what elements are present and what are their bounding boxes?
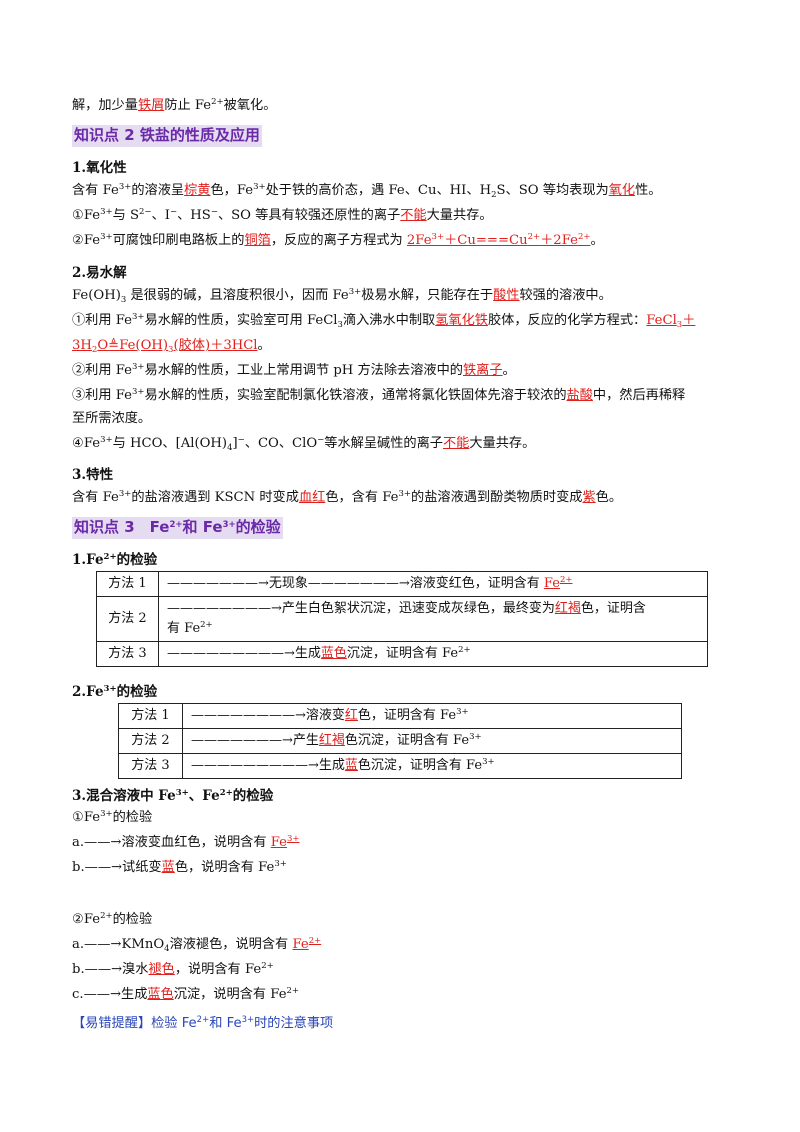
method-label: 方法 3 (96, 641, 159, 667)
mix-fe3-b: b.——→试纸变蓝色，说明含有 Fe3+ (72, 859, 287, 875)
mix-fe2-c: c.——→生成蓝色沉淀，说明含有 Fe2+ (72, 986, 300, 1002)
method-desc: —————————→生成蓝色沉淀，证明含有 Fe3+ (182, 753, 682, 779)
s1-p1: 含有 Fe3+的溶液呈棕黄色，Fe3+处于铁的高价态，遇 Fe、Cu、HI、H2… (72, 182, 662, 200)
method-label: 方法 2 (118, 728, 183, 754)
t2-heading: 2.Fe3+的检验 (72, 684, 158, 700)
method-label: 方法 1 (118, 703, 183, 729)
method-desc: ————————→产生白色絮状沉淀，迅速变成灰绿色，最终变为红褐色，证明含有 F… (158, 596, 708, 642)
table-row: 方法 1 ————————→溶液变红色，证明含有 Fe3+ (118, 703, 682, 729)
t1-heading: 1.Fe2+的检验 (72, 552, 158, 568)
intro-line: 解，加少量铁屑防止 Fe2+被氧化。 (72, 97, 277, 113)
method-desc: ————————→溶液变红色，证明含有 Fe3+ (182, 703, 682, 729)
s2-p1: Fe(OH)3 是很弱的碱，且溶度积很小，因而 Fe3+极易水解，只能存在于酸性… (72, 287, 612, 305)
mix-fe3-title: ①Fe3+的检验 (72, 809, 153, 825)
method-desc: —————————→生成蓝色沉淀，证明含有 Fe2+ (158, 641, 708, 667)
table-row: 方法 1 ———————→无现象———————→溶液变红色，证明含有 Fe2+ (96, 571, 708, 597)
method-label: 方法 3 (118, 753, 183, 779)
s2-p2-cont: 3H2O≜Fe(OH)3(胶体)＋3HCl。 (72, 338, 271, 355)
ionic-equation: 2Fe3+＋Cu===Cu2+＋2Fe2+ (406, 232, 591, 248)
kp3-heading: 知识点 3 Fe2+和 Fe3+的检验 (72, 516, 283, 539)
method-desc: ———————→无现象———————→溶液变红色，证明含有 Fe2+ (158, 571, 708, 597)
table-row: 方法 2 ———————→产生红褐色沉淀，证明含有 Fe3+ (118, 728, 682, 754)
s3-p1: 含有 Fe3+的盐溶液遇到 KSCN 时变成血红色，含有 Fe3+的盐溶液遇到酚… (72, 489, 623, 505)
s2-p4: ③利用 Fe3+易水解的性质，实验室配制氯化铁溶液，通常将氯化铁固体先溶于较浓的… (72, 387, 686, 403)
table-row: 方法 3 —————————→生成蓝色沉淀，证明含有 Fe2+ (96, 641, 708, 667)
mix-fe2-a: a.——→KMnO4溶液褪色，说明含有 Fe2+ (72, 936, 322, 954)
fe3-test-table: 方法 1 ————————→溶液变红色，证明含有 Fe3+ 方法 2 —————… (118, 703, 682, 779)
method-desc: ———————→产生红褐色沉淀，证明含有 Fe3+ (182, 728, 682, 754)
s1-p3: ②Fe3+可腐蚀印刷电路板上的铜箔，反应的离子方程式为 2Fe3+＋Cu===C… (72, 232, 604, 248)
mix-fe2-title: ②Fe2+的检验 (72, 911, 153, 927)
s2-p5: ④Fe3+与 HCO、[Al(OH)4]−、CO、ClO−等水解呈碱性的离子不能… (72, 435, 536, 453)
method-label: 方法 1 (96, 571, 159, 597)
s1-p2: ①Fe3+与 S2−、I−、HS−、SO 等具有较强还原性的离子不能大量共存。 (72, 207, 493, 223)
s2-p2: ①利用 Fe3+易水解的性质，实验室可用 FeCl3滴入沸水中制取氢氧化铁胶体，… (72, 312, 696, 330)
table-row: 方法 3 —————————→生成蓝色沉淀，证明含有 Fe3+ (118, 753, 682, 779)
mix-fe3-a: a.——→溶液变血红色，说明含有 Fe3+ (72, 834, 300, 850)
mix-fe2-b: b.——→溴水褪色，说明含有 Fe2+ (72, 961, 274, 977)
kp2-heading: 知识点 2 铁盐的性质及应用 (72, 124, 262, 147)
s2-p4-cont: 至所需浓度。 (72, 411, 152, 426)
method-label: 方法 2 (96, 596, 159, 642)
s2-heading: 2.易水解 (72, 265, 127, 281)
mix-heading: 3.混合溶液中 Fe3+、Fe2+的检验 (72, 788, 274, 804)
s3-heading: 3.特性 (72, 467, 114, 483)
table-row: 方法 2 ————————→产生白色絮状沉淀，迅速变成灰绿色，最终变为红褐色，证… (96, 596, 708, 642)
error-tip: 【易错提醒】检验 Fe2+和 Fe3+时的注意事项 (72, 1015, 334, 1031)
s1-heading: 1.氧化性 (72, 160, 127, 176)
s2-p3: ②利用 Fe3+易水解的性质，工业上常用调节 pH 方法除去溶液中的铁离子。 (72, 362, 516, 378)
fe2-test-table: 方法 1 ———————→无现象———————→溶液变红色，证明含有 Fe2+ … (96, 571, 708, 667)
